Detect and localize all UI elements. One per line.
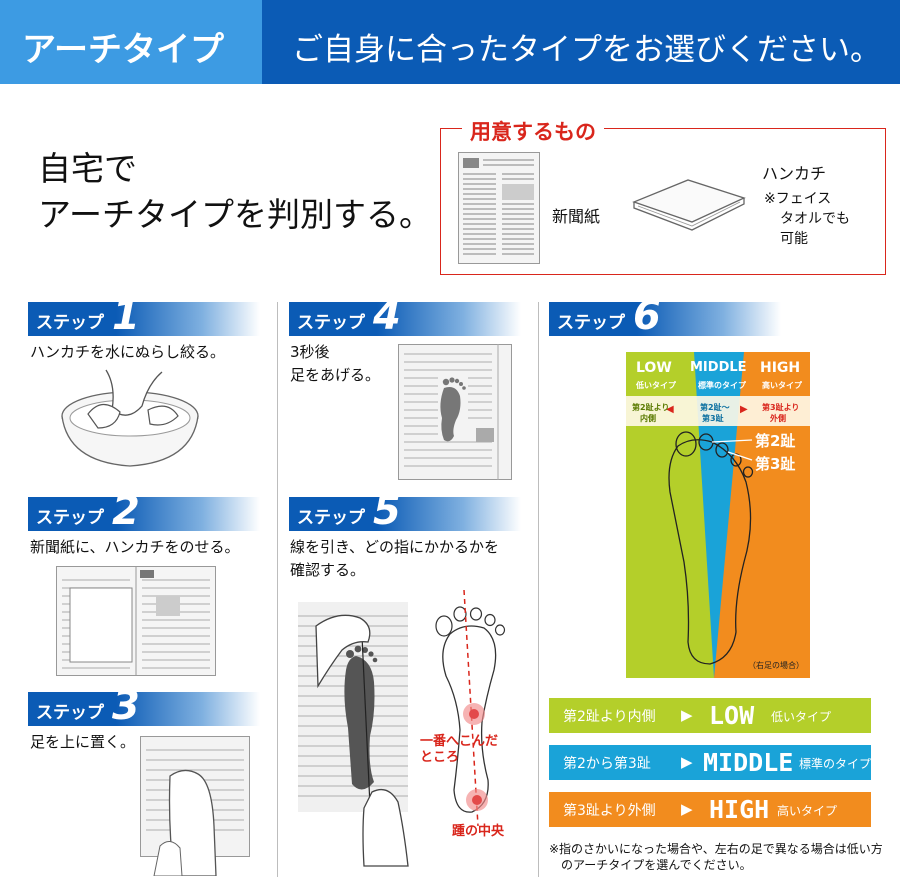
- intro-heading-line1: 自宅で: [38, 149, 137, 188]
- step-2-header: ステップ 2: [28, 489, 260, 533]
- step-label: ステップ: [297, 313, 365, 333]
- result-condition: 第3趾より外側: [563, 803, 656, 819]
- result-type: MIDDLE: [703, 748, 794, 777]
- play-arrow-icon: ▶: [681, 706, 693, 724]
- high-rule-line2: 外側: [770, 414, 786, 423]
- result-type: LOW: [709, 701, 755, 730]
- page-title: アーチタイプ: [22, 30, 224, 70]
- step-6-header: ステップ 6: [549, 294, 781, 338]
- step-bar: [289, 497, 521, 531]
- toe-2-label: 第2趾: [755, 432, 796, 450]
- right-foot-note: （右足の場合）: [748, 661, 804, 670]
- step-1-caption: ハンカチを水にぬらし絞る。: [30, 343, 226, 361]
- step-label: ステップ: [297, 508, 365, 528]
- low-rule-line2: 内側: [640, 414, 656, 423]
- step-bar: [289, 302, 521, 336]
- footnote-line1: ※指のさかいになった場合や、左右の足で異なる場合は低い方: [549, 842, 883, 856]
- heel-center-label: 踵の中央: [452, 824, 505, 839]
- result-type: HIGH: [709, 795, 770, 824]
- basin-illustration: [61, 369, 199, 467]
- footnote-line2: のアーチタイプを選んでください。: [561, 858, 752, 872]
- page-subtitle: ご自身に合ったタイプをお選びください。: [292, 32, 881, 68]
- step-bar: [28, 302, 260, 336]
- svg-text:▶: ▶: [740, 404, 748, 415]
- handkerchief-note-line3: 可能: [780, 231, 808, 247]
- drawing-line-illustration: [298, 602, 409, 867]
- middle-title: MIDDLE: [690, 360, 747, 375]
- step-number: 1: [112, 293, 140, 339]
- step-3-header: ステップ 3: [28, 684, 260, 728]
- column-divider: [538, 302, 539, 877]
- result-type-description: 高いタイプ: [777, 804, 838, 818]
- step-4-caption-line2: 足をあげる。: [290, 366, 381, 384]
- high-subtitle: 高いタイプ: [762, 381, 802, 390]
- step-5-header: ステップ 5: [289, 489, 521, 533]
- toe-3-label: 第3趾: [755, 455, 796, 473]
- hollow-point-label-line2: ところ: [420, 750, 460, 765]
- step-5-caption-line1: 線を引き、どの指にかかるかを: [290, 538, 499, 556]
- step-bar: [28, 692, 260, 726]
- handkerchief-note-line1: ※フェイス: [764, 191, 832, 207]
- newspaper-label: 新聞紙: [552, 207, 601, 226]
- step-number: 3: [112, 683, 140, 729]
- footprint-axis-diagram: [435, 590, 506, 827]
- header-subtitle-panel: [262, 0, 900, 84]
- low-rule-line1: 第2趾より: [632, 403, 670, 412]
- play-arrow-icon: ▶: [681, 800, 693, 818]
- step-5-caption-line2: 確認する。: [290, 561, 366, 579]
- high-rule-line1: 第3趾より: [762, 403, 800, 412]
- step-label: ステップ: [557, 313, 625, 333]
- step-bar: [28, 497, 260, 531]
- result-middle-bar: 第2から第3趾 ▶ MIDDLE 標準のタイプ: [549, 745, 871, 780]
- step-number: 4: [373, 293, 401, 339]
- step-3-caption: 足を上に置く。: [30, 733, 136, 751]
- handkerchief-icon: [632, 179, 746, 231]
- newspaper-icon: [458, 152, 540, 264]
- result-type-description: 標準のタイプ: [799, 757, 872, 771]
- prepare-box: [440, 128, 886, 275]
- middle-rule-line2: 第3趾: [702, 414, 724, 423]
- step-number: 2: [112, 488, 140, 534]
- middle-subtitle: 標準のタイプ: [698, 381, 746, 390]
- step-number: 6: [633, 293, 661, 339]
- open-newspaper-with-cloth-illustration: [56, 566, 216, 676]
- result-type-description: 低いタイプ: [771, 710, 832, 724]
- low-title: LOW: [636, 360, 672, 376]
- step-label: ステップ: [36, 508, 104, 528]
- step-2-caption: 新聞紙に、ハンカチをのせる。: [30, 538, 240, 556]
- play-arrow-icon: ▶: [681, 753, 693, 771]
- svg-text:◀: ◀: [666, 404, 674, 415]
- result-low-bar: 第2趾より内側 ▶ LOW 低いタイプ: [549, 698, 871, 733]
- result-condition: 第2趾より内側: [563, 709, 656, 725]
- column-divider: [277, 302, 278, 877]
- result-condition: 第2から第3趾: [563, 756, 651, 772]
- result-high-bar: 第3趾より外側 ▶ HIGH 高いタイプ: [549, 792, 871, 827]
- step-1-header: ステップ 1: [28, 294, 260, 338]
- step-4-caption-line1: 3秒後: [290, 343, 330, 361]
- wet-footprint-illustration: [398, 344, 512, 480]
- step-label: ステップ: [36, 703, 104, 723]
- handkerchief-note-line2: タオルでも: [780, 211, 850, 227]
- step-label: ステップ: [36, 313, 104, 333]
- foot-on-newspaper-illustration: [140, 736, 250, 876]
- prepare-title: 用意するもの: [462, 116, 604, 146]
- header-title-panel: [0, 0, 262, 84]
- high-title: HIGH: [760, 360, 801, 376]
- step-4-header: ステップ 4: [289, 294, 521, 338]
- step-bar: [549, 302, 781, 336]
- intro-heading-line2: アーチタイプを判別する。: [38, 195, 433, 234]
- step-number: 5: [373, 488, 401, 534]
- hollow-point-label-line1: 一番へこんだ: [420, 734, 499, 749]
- handkerchief-label: ハンカチ: [762, 164, 827, 183]
- arch-type-foot-diagram: ◀ ▶: [626, 352, 810, 678]
- middle-rule-line1: 第2趾〜: [700, 403, 730, 412]
- low-subtitle: 低いタイプ: [636, 381, 676, 390]
